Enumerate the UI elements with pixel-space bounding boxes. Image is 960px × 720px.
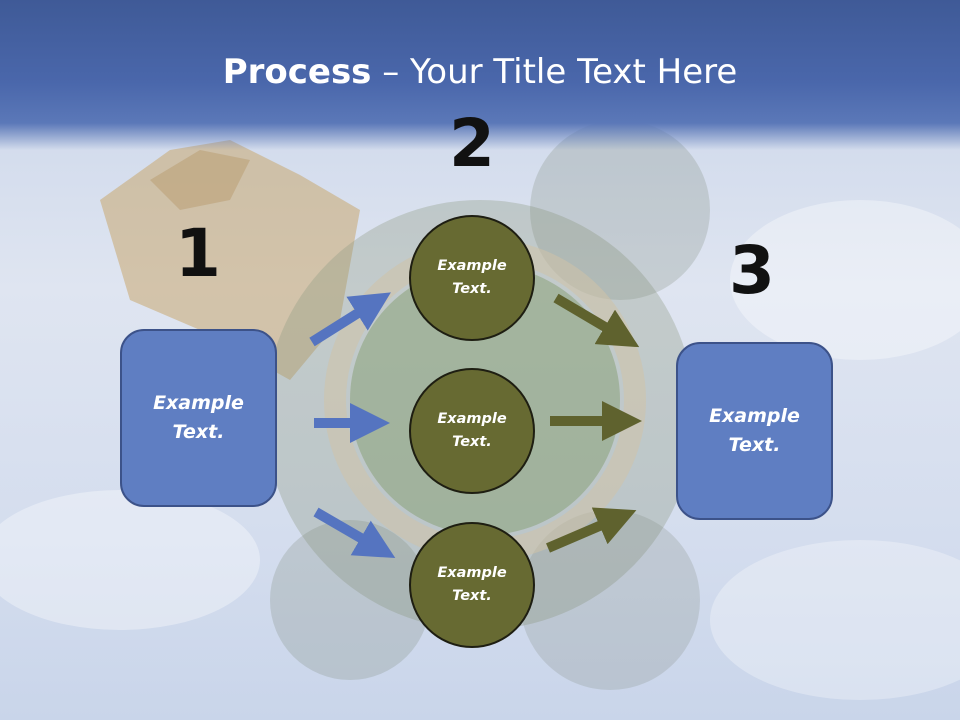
right-box-text: Example Text. [709,405,800,456]
arrow-to-circle-1 [309,292,391,347]
arrow-to-circle-3 [313,507,396,559]
title-bar [0,0,960,150]
slide-title: Process – Your Title Text Here [0,52,960,92]
step-number-1: 1 [175,215,221,292]
left-box-text: Example Text. [153,392,244,443]
title-bold: Process [222,52,372,92]
circle-2-text: Example Text. [437,411,507,450]
circle-3-text: Example Text. [437,565,507,604]
step-number-2: 2 [449,105,495,182]
circle-1: Example Text. [409,215,535,341]
arrow-from-circle-1 [553,293,640,348]
title-rest: – Your Title Text Here [371,52,738,92]
left-process-box: Example Text. [120,329,277,507]
step-number-3: 3 [729,232,775,309]
arrow-from-circle-3 [546,507,637,553]
circle-3: Example Text. [409,522,535,648]
circle-2: Example Text. [409,368,535,494]
right-process-box: Example Text. [676,342,833,520]
circle-1-text: Example Text. [437,258,507,297]
